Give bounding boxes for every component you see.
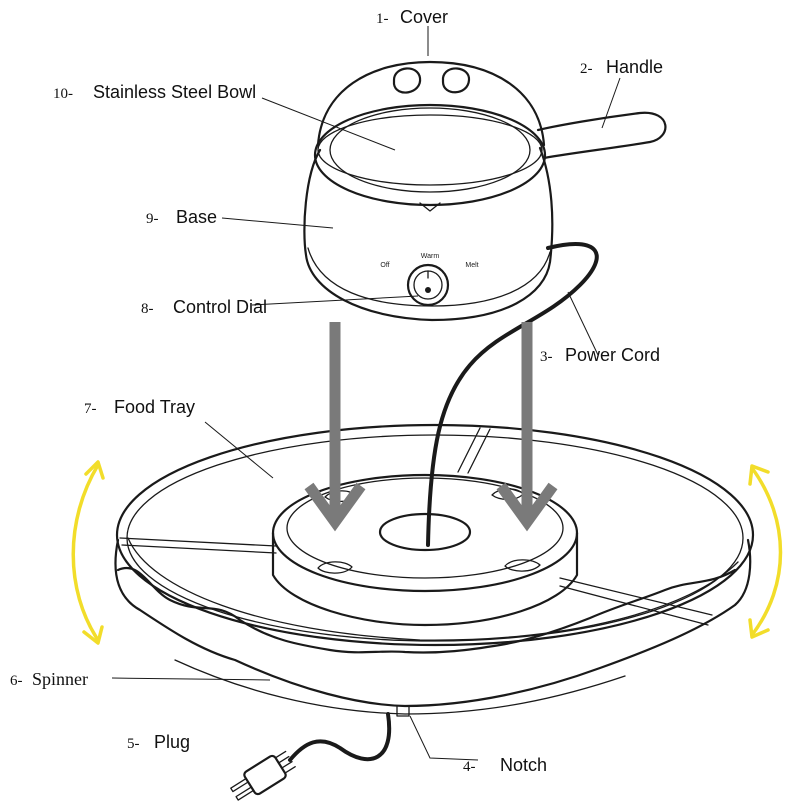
svg-text:4-: 4-: [463, 759, 476, 775]
svg-text:3-: 3-: [540, 349, 553, 365]
svg-text:Cover: Cover: [400, 7, 448, 27]
plug-drawing: [230, 750, 296, 801]
svg-text:Plug: Plug: [154, 732, 190, 752]
svg-text:Power Cord: Power Cord: [565, 345, 660, 365]
label-control-dial: 8- Control Dial: [141, 297, 267, 317]
svg-text:Base: Base: [176, 207, 217, 227]
food-tray-drawing: [114, 423, 755, 717]
svg-text:7-: 7-: [84, 401, 97, 417]
down-arrows: [304, 322, 558, 532]
dial-label-off: Off: [380, 262, 389, 269]
label-plug: 5- Plug: [127, 732, 190, 752]
svg-text:2-: 2-: [580, 61, 593, 77]
label-notch: 4- Notch: [463, 755, 547, 775]
svg-text:Spinner: Spinner: [32, 669, 88, 689]
svg-text:8-: 8-: [141, 301, 154, 317]
dial-label-melt: Melt: [465, 262, 478, 269]
dial-label-warm: Warm: [421, 253, 440, 260]
label-base: 9- Base: [146, 207, 217, 227]
svg-text:Stainless Steel Bowl: Stainless Steel Bowl: [93, 82, 256, 102]
svg-text:Food Tray: Food Tray: [114, 397, 195, 417]
label-spinner: 6- Spinner: [10, 669, 88, 689]
svg-text:Control Dial: Control Dial: [173, 297, 267, 317]
svg-text:1-: 1-: [376, 11, 389, 27]
label-power-cord: 3- Power Cord: [540, 345, 660, 365]
pot-drawing: Off Warm Melt: [303, 60, 667, 322]
rotate-arrow-left: [71, 463, 100, 642]
label-handle: 2- Handle: [580, 57, 663, 77]
svg-text:6-: 6-: [10, 673, 23, 689]
leader-lines: [111, 26, 621, 761]
rotate-arrow-right: [750, 466, 783, 637]
label-cover: 1- Cover: [376, 7, 448, 27]
label-food-tray: 7- Food Tray: [84, 397, 195, 417]
labels: 1- Cover 2- Handle 3- Power Cord 4- Notc…: [10, 7, 663, 775]
label-stainless-steel-bowl: 10- Stainless Steel Bowl: [53, 82, 256, 102]
svg-text:9-: 9-: [146, 211, 159, 227]
svg-text:5-: 5-: [127, 736, 140, 752]
svg-text:Notch: Notch: [500, 755, 547, 775]
svg-text:Handle: Handle: [606, 57, 663, 77]
svg-text:10-: 10-: [53, 86, 73, 102]
rotation-arrows: [71, 460, 783, 645]
power-cord-drawing: [288, 242, 599, 762]
